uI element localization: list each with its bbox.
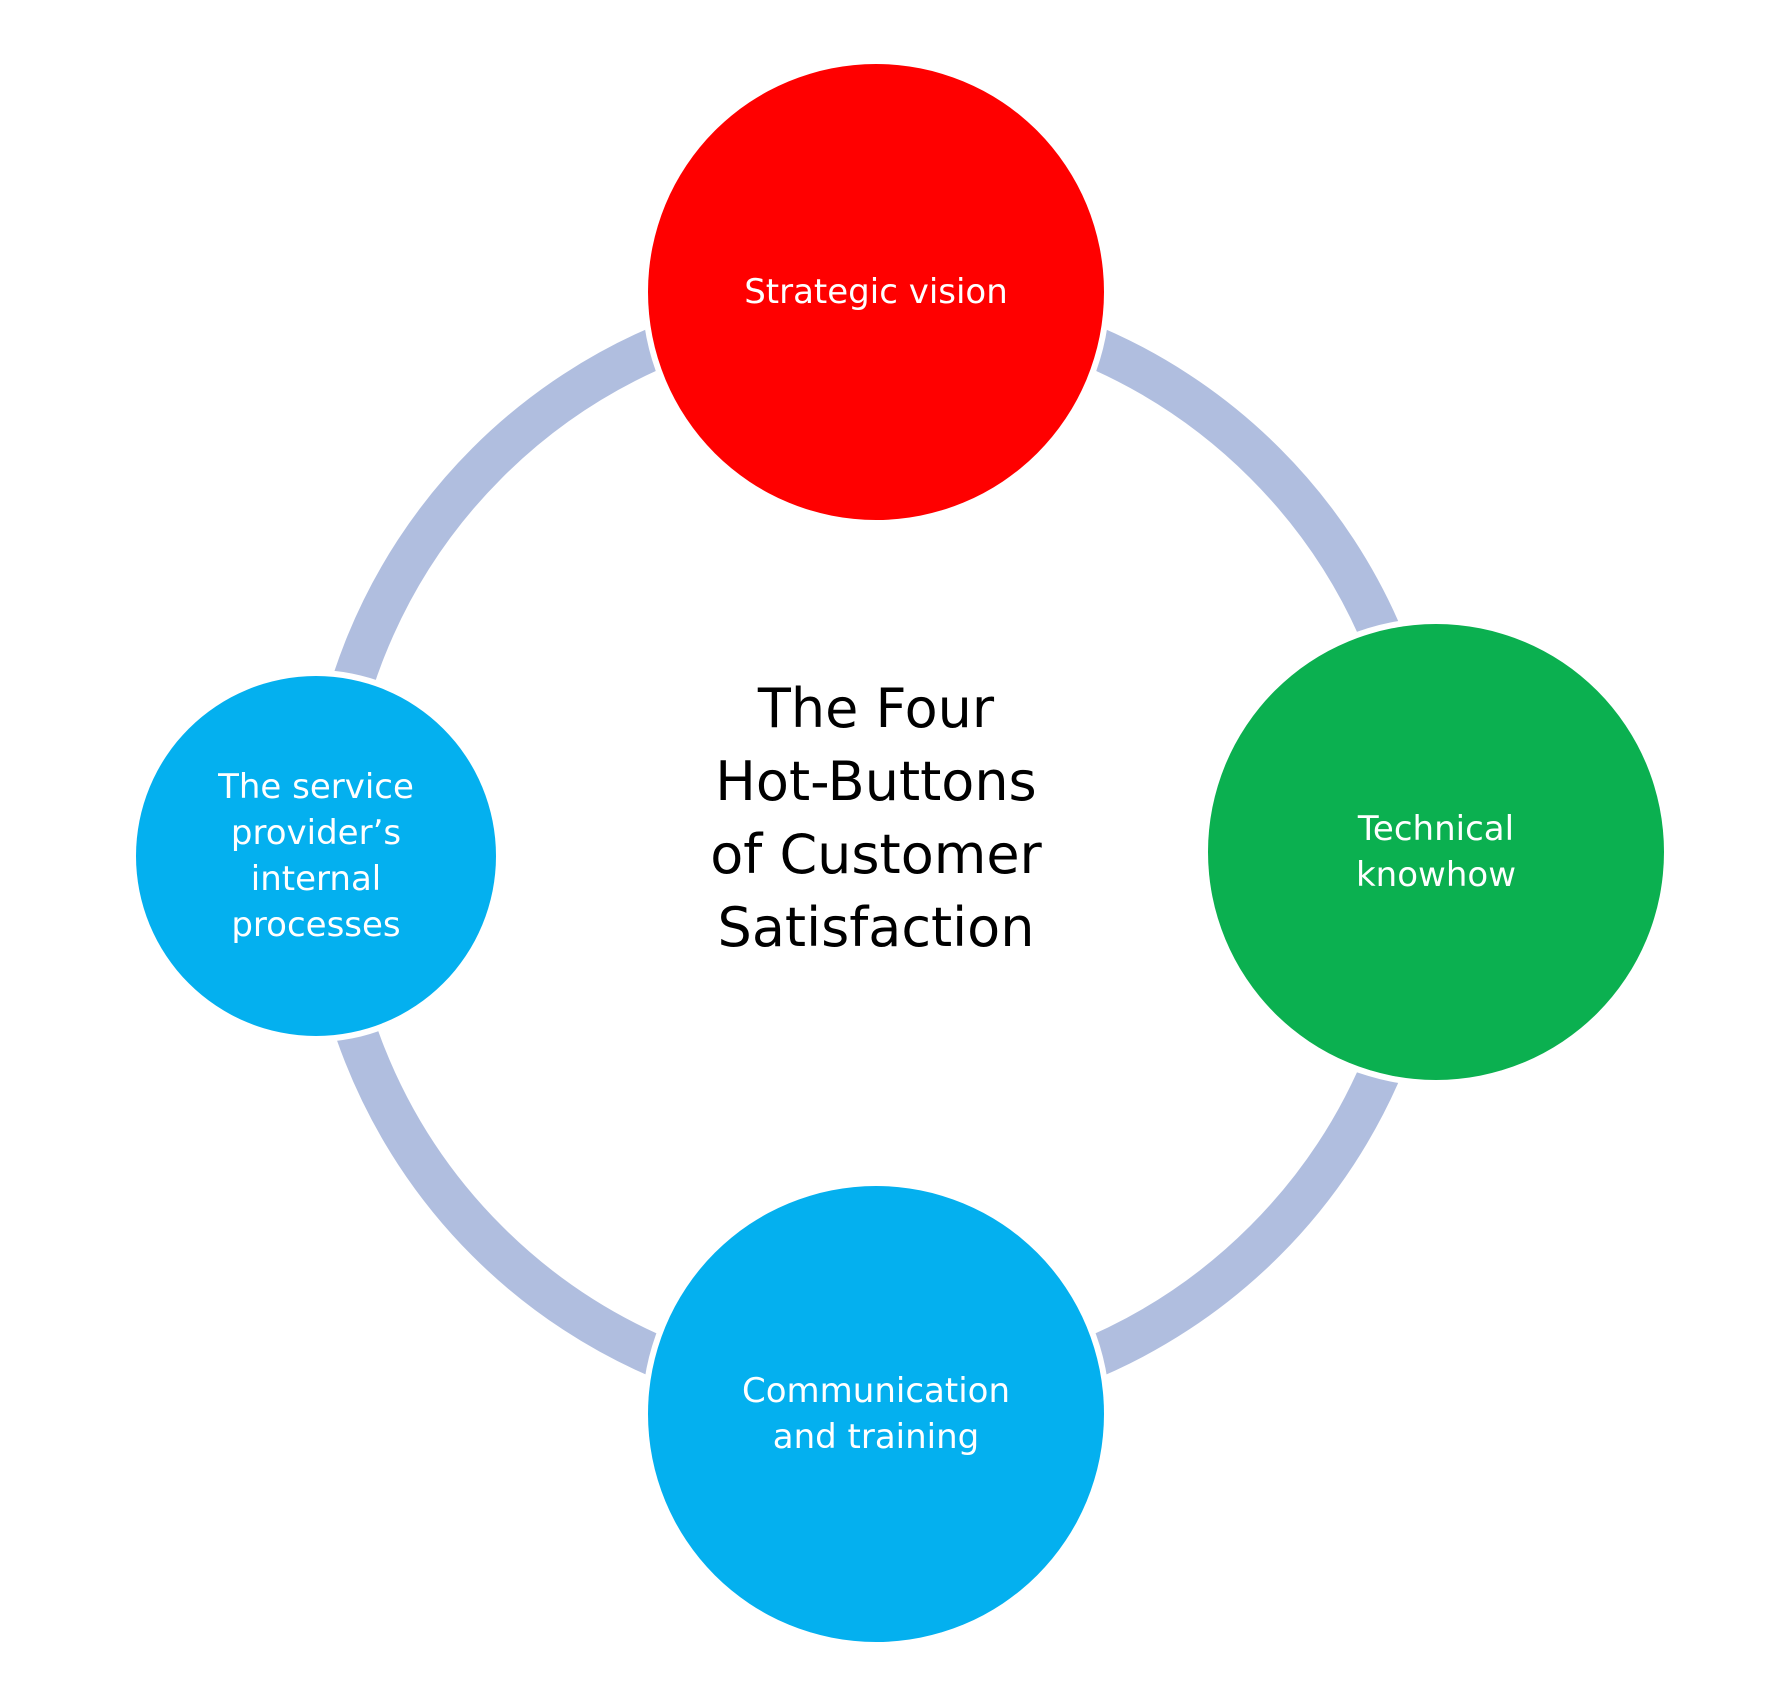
title-line: Satisfaction bbox=[717, 896, 1035, 959]
title-line: of Customer bbox=[710, 823, 1042, 886]
center-title: The Four Hot-Buttons of Customer Satisfa… bbox=[710, 672, 1042, 964]
node-communication-training-circle bbox=[648, 1186, 1104, 1642]
node-strategic-vision-circle bbox=[648, 64, 1104, 520]
node-technical-knowhow-circle bbox=[1208, 624, 1664, 1080]
title-line: Hot-Buttons bbox=[715, 750, 1037, 813]
title-line: The Four bbox=[757, 677, 995, 740]
node-internal-processes-circle bbox=[136, 676, 496, 1036]
